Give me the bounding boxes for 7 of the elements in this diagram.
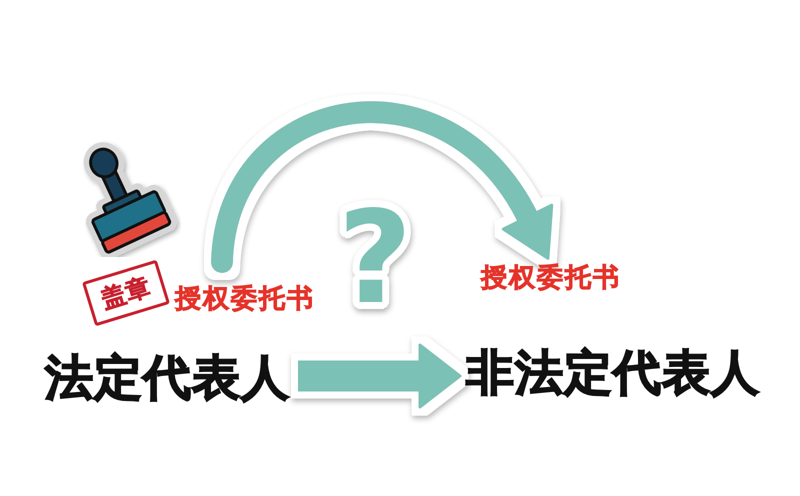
block-arrow (298, 344, 462, 408)
curved-arrow (211, 101, 554, 273)
large-label: 法定代表人 (45, 351, 290, 405)
seal-stamp: 盖章 (82, 260, 170, 326)
label: 授权委托书 (175, 284, 315, 314)
large-label: 非法定代表人 (466, 346, 760, 400)
label: 授权委托书 (481, 263, 621, 293)
